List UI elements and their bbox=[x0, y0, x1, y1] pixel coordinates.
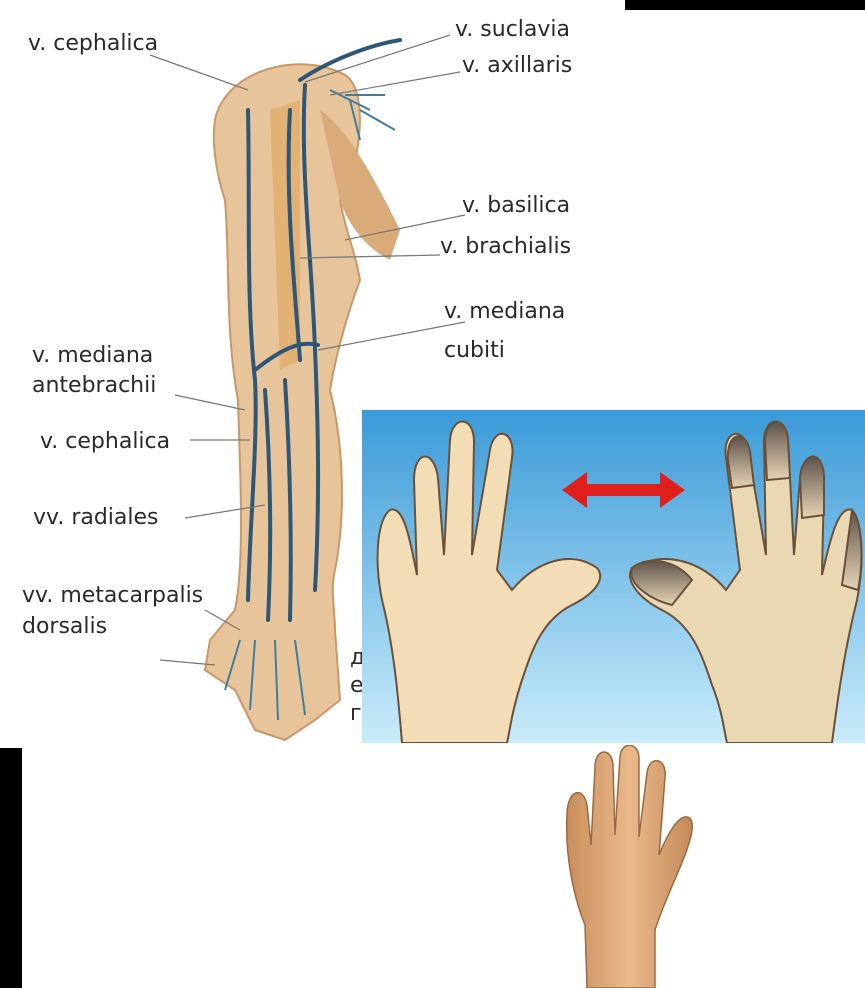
label-suclavia: v. suclavia bbox=[455, 17, 570, 42]
hands-drawing bbox=[362, 410, 865, 743]
label-axillaris: v. axillaris bbox=[462, 53, 572, 78]
label-mediana-antebrachii-2: antebrachii bbox=[32, 373, 156, 398]
label-mediana-cubiti-2: cubiti bbox=[444, 338, 505, 363]
label-metacarpalis-2: dorsalis bbox=[22, 614, 107, 639]
label-brachialis: v. brachialis bbox=[440, 234, 571, 259]
label-cephalica-top: v. cephalica bbox=[28, 31, 158, 56]
label-mediana-antebrachii-1: v. mediana bbox=[32, 343, 153, 368]
label-basilica: v. basilica bbox=[462, 193, 570, 218]
raised-hand-drawing bbox=[555, 745, 700, 988]
label-metacarpalis-1: vv. metacarpalis bbox=[22, 583, 203, 608]
label-cephalica-lower: v. cephalica bbox=[40, 429, 170, 454]
label-hidden-3: г bbox=[350, 701, 362, 726]
raised-hand-image bbox=[555, 745, 700, 988]
label-mediana-cubiti-1: v. mediana bbox=[444, 299, 565, 324]
label-radiales: vv. radiales bbox=[33, 505, 159, 530]
hands-comparison-illustration bbox=[362, 410, 865, 743]
